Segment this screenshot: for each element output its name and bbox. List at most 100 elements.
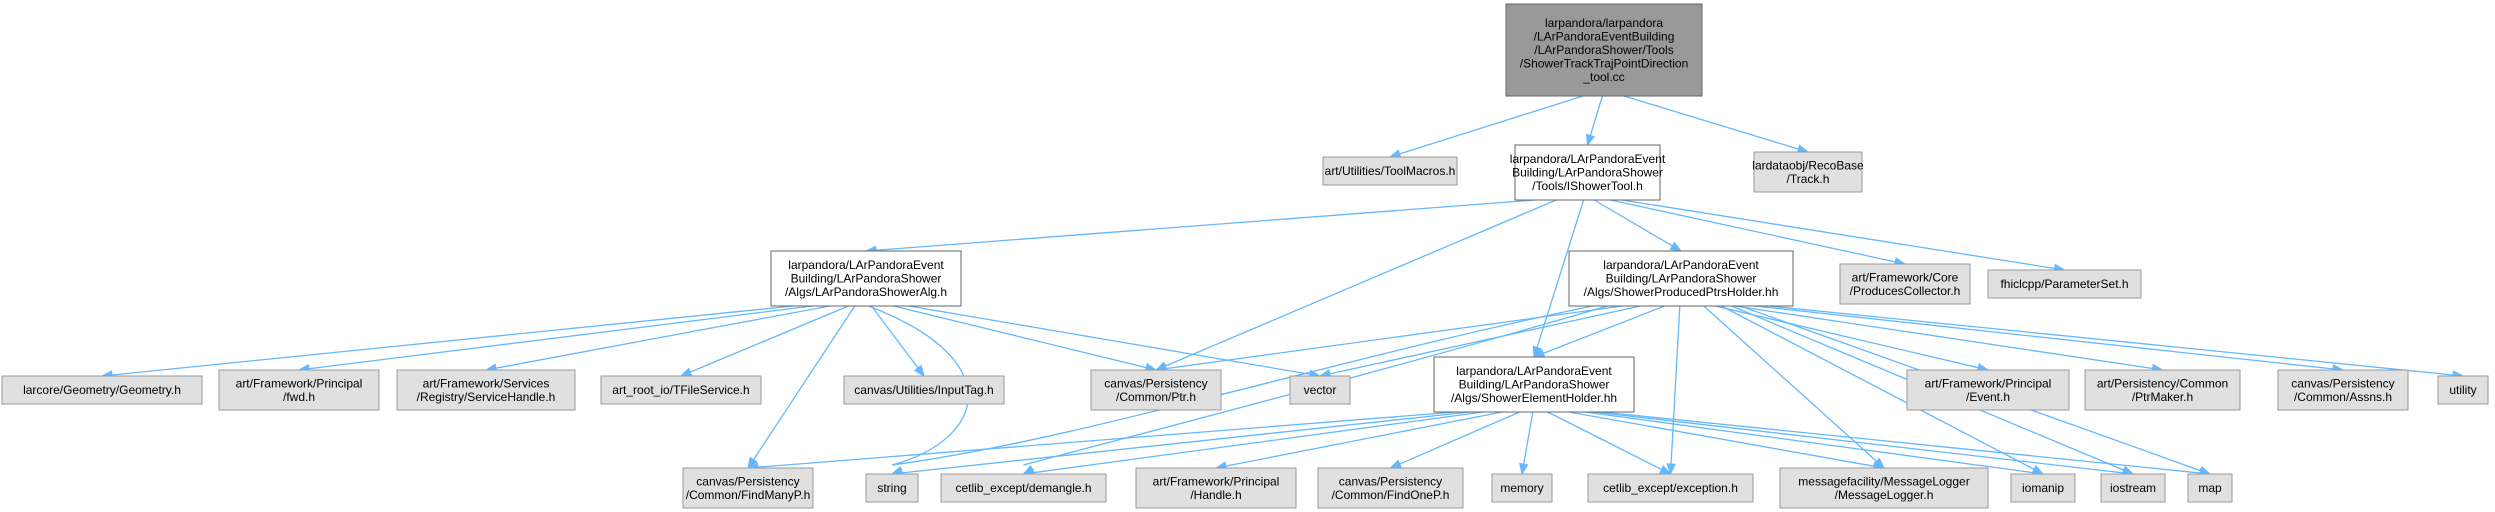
node-findmanyp[interactable]: canvas/Persistency/Common/FindManyP.h [682,467,814,509]
node-box [2277,369,2409,411]
node-tfileservice[interactable]: art_root_io/TFileService.h [600,375,762,405]
nodes-layer: larpandora/larpandora/LArPandoraEventBui… [1,3,2489,509]
edge-elementholder-to-string [890,411,1470,478]
node-label-line: canvas/Utilities/InputTag.h [854,383,993,397]
node-box [843,375,1005,405]
edge-showeralg-to-findmanyp [747,305,856,470]
node-label-line: canvas/Persistency [1104,376,1207,390]
node-label-line: larpandora/LArPandoraEvent [1456,364,1612,378]
node-ptr[interactable]: canvas/Persistency/Common/Ptr.h [1090,369,1222,411]
node-producescollector[interactable]: art/Framework/Core/ProducesCollector.h [1839,263,1971,305]
node-label-line: Building/LArPandoraShower [791,272,942,286]
node-box [1906,369,2070,411]
node-iomanip[interactable]: iomanip [2010,473,2076,503]
node-box [1753,151,1863,193]
node-vector[interactable]: vector [1289,375,1351,405]
node-box [218,369,380,411]
node-elementholder[interactable]: larpandora/LArPandoraEventBuilding/LArPa… [1433,356,1635,413]
node-inputtag[interactable]: canvas/Utilities/InputTag.h [843,375,1005,405]
node-track[interactable]: lardataobj/RecoBase/Track.h [1752,151,1864,193]
node-memory[interactable]: memory [1491,473,1553,503]
node-iostream[interactable]: iostream [2100,473,2166,503]
node-ptrmaker[interactable]: art/Persistency/Common/PtrMaker.h [2084,369,2241,411]
node-exception[interactable]: cetlib_except/exception.h [1587,473,1754,503]
node-root: larpandora/larpandora/LArPandoraEventBui… [1505,3,1703,97]
node-box [1587,473,1754,503]
node-map[interactable]: map [2187,473,2233,503]
node-box [2084,369,2241,411]
arrowhead-icon [679,367,693,377]
node-label-line: messagefacility/MessageLogger [1798,474,1969,488]
node-label-line: larpandora/LArPandoraEvent [788,258,944,272]
node-string[interactable]: string [865,473,919,503]
node-servicehandle[interactable]: art/Framework/Services/Registry/ServiceH… [396,369,576,411]
node-parameterset[interactable]: fhiclcpp/ParameterSet.h [1987,269,2142,299]
node-label-line: map [2198,481,2222,495]
node-geometry[interactable]: larcore/Geometry/Geometry.h [1,375,203,405]
edge-elementholder-to-messagelogger [1568,411,1886,471]
node-assns[interactable]: canvas/Persistency/Common/Assns.h [2277,369,2409,411]
node-label-line: /MessageLogger.h [1835,488,1934,502]
node-label-line: _tool.cc [1582,70,1624,84]
node-label-line: vector [1304,383,1337,397]
node-box [1505,3,1703,97]
arrowhead-icon [1669,241,1683,252]
edge-showeralg-to-inputtag [870,305,925,378]
node-label-line: /Handle.h [1190,488,1241,502]
node-label-line: /Common/FindOneP.h [1332,488,1450,502]
node-demangle[interactable]: cetlib_except/demangle.h [940,473,1107,503]
node-utility[interactable]: utility [2437,375,2489,405]
node-box [1,375,203,405]
node-label-line: art/Framework/Principal [1153,474,1280,488]
node-toolmacros[interactable]: art/Utilities/ToolMacros.h [1322,156,1458,186]
node-box [865,473,919,503]
node-box [396,369,576,411]
edge-root-to-track [1623,95,1810,154]
node-ishowertool[interactable]: larpandora/LArPandoraEventBuilding/LArPa… [1510,144,1666,201]
node-box [1491,473,1553,503]
node-event[interactable]: art/Framework/Principal/Event.h [1906,369,2070,411]
node-label-line: iostream [2110,481,2156,495]
node-label-line: Building/LArPandoraShower [1606,272,1757,286]
arrowhead-icon [913,364,925,378]
arrowhead-icon [1666,463,1676,476]
node-label-line: /Common/Assns.h [2294,390,2392,404]
node-label-line: string [877,481,906,495]
node-box [1568,250,1794,307]
node-fwd[interactable]: art/Framework/Principal/fwd.h [218,369,380,411]
node-box [2010,473,2076,503]
node-label-line: lardataobj/RecoBase [1752,158,1864,172]
node-label-line: art/Framework/Principal [1925,376,2052,390]
arrowhead-icon [1389,459,1403,469]
node-label-line: fhiclcpp/ParameterSet.h [2000,277,2128,291]
edge-elementholder-to-demangle [1022,411,1484,478]
node-box [1779,467,1989,509]
node-box [1514,144,1661,201]
node-label-line: /Algs/LArPandoraShowerAlg.h [785,285,947,299]
edge-elementholder-to-memory [1519,411,1534,476]
node-label-line: memory [1500,481,1543,495]
node-label-line: Building/LArPandoraShower [1512,166,1663,180]
node-label-line: /ProducesCollector.h [1850,284,1961,298]
node-label-line: /Event.h [1966,390,2010,404]
edge-elementholder-to-iostream [1593,411,2135,478]
node-label-line: art_root_io/TFileService.h [612,383,749,397]
node-label-line: /Registry/ServiceHandle.h [417,390,556,404]
edge-elementholder-to-findonep [1389,411,1520,469]
node-label-line: /LArPandoraShower/Tools [1534,43,1673,57]
node-findonep[interactable]: canvas/Persistency/Common/FindOneP.h [1317,467,1464,509]
node-handle[interactable]: art/Framework/Principal/Handle.h [1135,467,1297,509]
edge-root-to-ishowertool [1586,95,1604,147]
node-box [1322,156,1458,186]
node-label-line: canvas/Persistency [696,474,799,488]
node-box [1839,263,1971,305]
node-label-line: /ShowerTrackTrajPointDirection [1520,57,1689,71]
node-messagelogger[interactable]: messagefacility/MessageLogger/MessageLog… [1779,467,1989,509]
arrowhead-icon [747,456,758,470]
node-showeralg[interactable]: larpandora/LArPandoraEventBuilding/LArPa… [770,250,962,307]
node-ptrsholder[interactable]: larpandora/LArPandoraEventBuilding/LArPa… [1568,250,1794,307]
node-box [2100,473,2166,503]
edge-elementholder-to-handle [1214,411,1503,471]
node-label-line: Building/LArPandoraShower [1459,378,1610,392]
node-label-line: canvas/Persistency [2291,376,2394,390]
